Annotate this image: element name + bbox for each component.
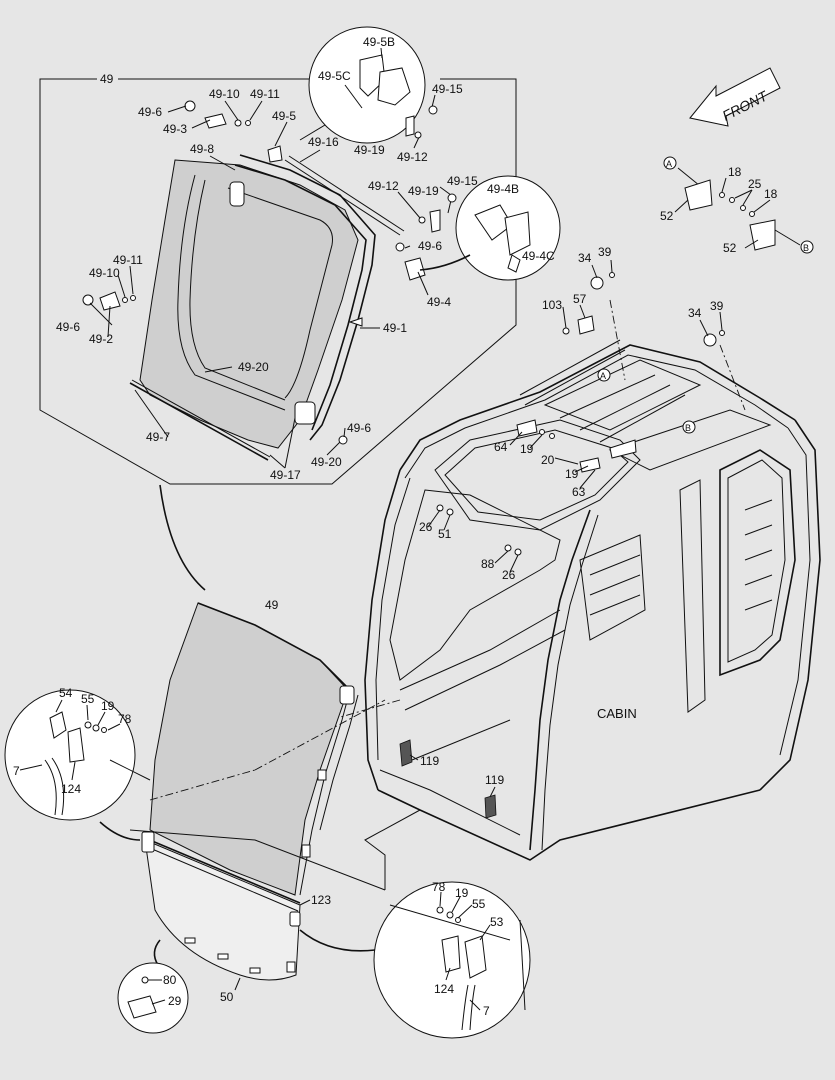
- label-49-6b: 49-6: [418, 239, 442, 253]
- cabin-hardware: [399, 272, 725, 819]
- label-26a: 26: [419, 520, 433, 534]
- detail-circle-49-5: [299, 26, 438, 144]
- label-52a: 52: [660, 209, 674, 223]
- cabin-body: [329, 299, 821, 861]
- label-19b: 19: [565, 467, 579, 481]
- front-arrow: [689, 67, 781, 127]
- label-49-11b: 49-11: [113, 253, 143, 267]
- label-A2: A: [600, 371, 606, 381]
- leader-lines-cabin: [409, 259, 723, 798]
- detail-circle-handle: [117, 962, 189, 1034]
- detail-circle-49-4: [418, 175, 561, 281]
- label-49-6d: 49-6: [347, 421, 371, 435]
- label-A1: A: [666, 159, 672, 169]
- lower-pane: [129, 809, 421, 991]
- label-49-10a: 49-10: [209, 87, 240, 101]
- label-49-5C: 49-5C: [318, 69, 351, 83]
- label-39a: 39: [598, 245, 612, 259]
- label-50: 50: [220, 990, 234, 1004]
- label-119a: 119: [420, 754, 439, 768]
- label-25: 25: [748, 177, 762, 191]
- detail-circle-latch-right: [373, 881, 531, 1039]
- label-B2: B: [685, 423, 691, 433]
- label-49-3: 49-3: [163, 122, 187, 136]
- label-63: 63: [572, 485, 586, 499]
- label-49-17: 49-17: [270, 468, 301, 482]
- label-49-mid: 49: [265, 598, 279, 612]
- label-49-6a: 49-6: [138, 105, 162, 119]
- label-49-top: 49: [100, 72, 114, 86]
- label-19a: 19: [520, 442, 534, 456]
- label-34b: 34: [688, 306, 702, 320]
- callout-labels: 49 49-5B 49-5C 49-15 49-19 49-12 49-6 49…: [13, 35, 814, 1018]
- label-49-5: 49-5: [272, 109, 296, 123]
- label-49-11a: 49-11: [250, 87, 280, 101]
- glass-pane: [139, 159, 359, 449]
- label-49-4C: 49-4C: [522, 249, 555, 263]
- label-119b: 119: [485, 773, 504, 787]
- label-B1: B: [803, 243, 809, 253]
- label-39b: 39: [710, 299, 724, 313]
- label-49-19b: 49-19: [408, 184, 439, 198]
- window-frame: [177, 154, 405, 441]
- label-54: 54: [59, 686, 73, 700]
- label-49-12b: 49-12: [368, 179, 399, 193]
- label-18b: 18: [764, 187, 778, 201]
- bracket-detail: [674, 167, 801, 251]
- label-57: 57: [573, 292, 587, 306]
- label-49-20b: 49-20: [311, 455, 342, 469]
- detail-circle-latch-left: [4, 689, 151, 821]
- label-26b: 26: [502, 568, 516, 582]
- seal-strip: [129, 382, 269, 461]
- label-80: 80: [163, 973, 177, 987]
- label-29: 29: [168, 994, 182, 1008]
- label-cabin: CABIN: [597, 706, 637, 721]
- label-34a: 34: [578, 251, 592, 265]
- label-7b: 7: [483, 1004, 490, 1018]
- label-49-4: 49-4: [427, 295, 451, 309]
- label-49-19a: 49-19: [354, 143, 385, 157]
- label-49-4B: 49-4B: [487, 182, 519, 196]
- label-123: 123: [311, 893, 331, 907]
- hinge-parts: [82, 100, 426, 445]
- label-19c: 19: [101, 699, 115, 713]
- label-49-16: 49-16: [308, 135, 339, 149]
- label-78b: 78: [432, 880, 446, 894]
- label-55a: 55: [81, 692, 95, 706]
- window-assembly-lower: [149, 602, 386, 896]
- label-53: 53: [490, 915, 504, 929]
- label-103: 103: [542, 298, 562, 312]
- label-18a: 18: [728, 165, 742, 179]
- label-49-8: 49-8: [190, 142, 214, 156]
- label-49-1: 49-1: [383, 321, 407, 335]
- label-49-7: 49-7: [146, 430, 170, 444]
- label-49-6c: 49-6: [56, 320, 80, 334]
- label-49-12a: 49-12: [397, 150, 428, 164]
- connector-curve: [159, 484, 206, 591]
- label-124b: 124: [434, 982, 454, 996]
- label-88: 88: [481, 557, 495, 571]
- label-51: 51: [438, 527, 452, 541]
- label-49-20a: 49-20: [238, 360, 269, 374]
- window-detail-frame: [39, 78, 517, 485]
- label-49-15b: 49-15: [447, 174, 478, 188]
- label-49-5B: 49-5B: [363, 35, 395, 49]
- label-49-2: 49-2: [89, 332, 113, 346]
- label-52b: 52: [723, 241, 737, 255]
- label-20: 20: [541, 453, 555, 467]
- label-49-15a: 49-15: [432, 82, 463, 96]
- label-64: 64: [494, 440, 508, 454]
- label-78a: 78: [118, 712, 132, 726]
- label-19d: 19: [455, 886, 469, 900]
- label-49-10b: 49-10: [89, 266, 120, 280]
- label-55b: 55: [472, 897, 486, 911]
- label-7a: 7: [13, 764, 20, 778]
- label-124a: 124: [61, 782, 81, 796]
